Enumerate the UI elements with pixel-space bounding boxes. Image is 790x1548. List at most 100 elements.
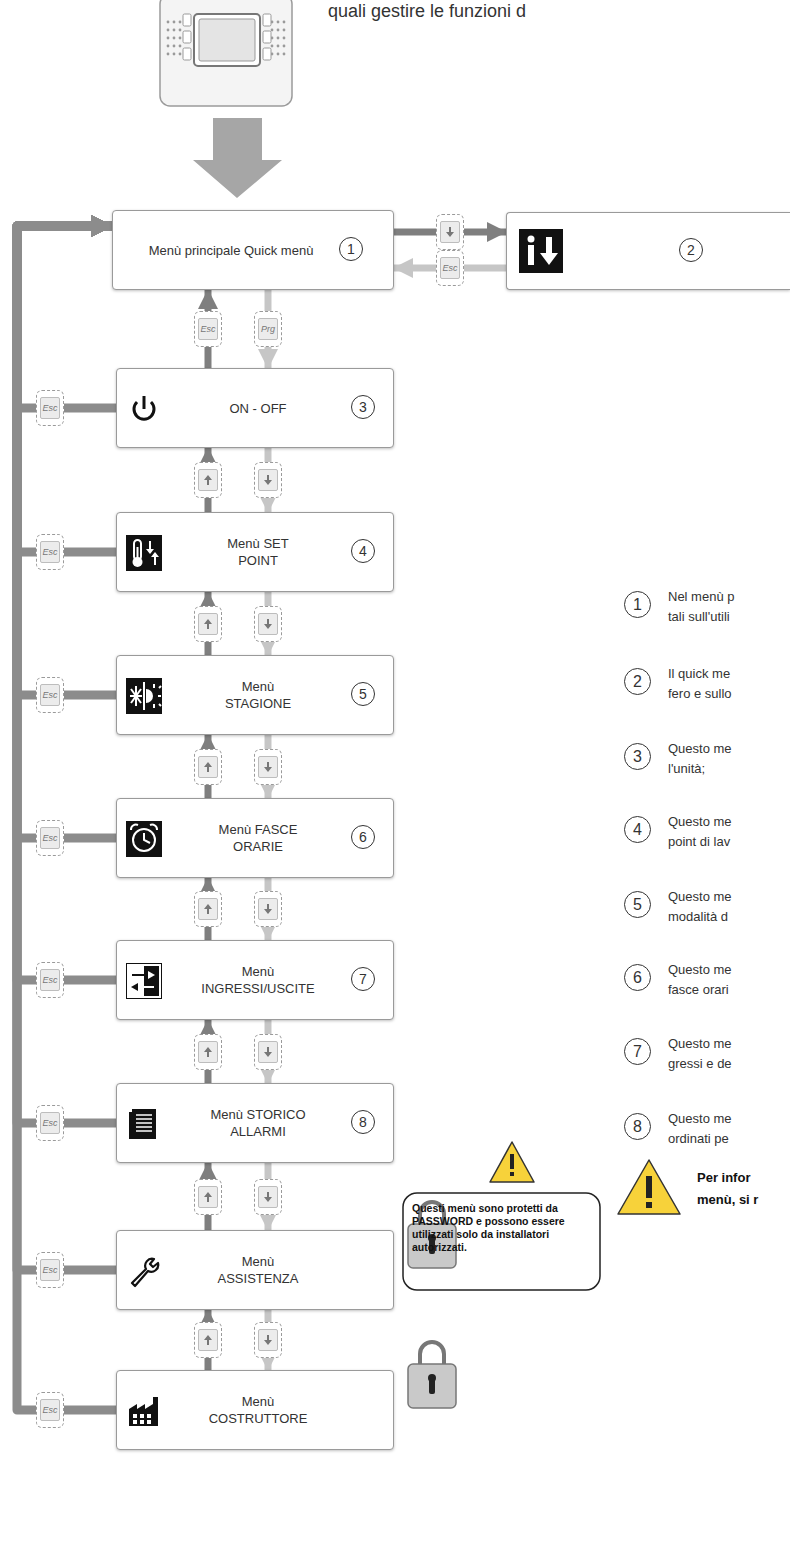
key-cap: Esc	[40, 1259, 60, 1281]
controller-device	[160, 0, 292, 106]
callout-number: 7	[351, 967, 375, 991]
key-button: Prg	[254, 311, 282, 347]
connector-arrow	[205, 592, 212, 655]
connector-arrow	[265, 1163, 272, 1230]
connector-arrow	[265, 1310, 272, 1370]
key-cap	[440, 221, 460, 243]
callout-number: 7	[624, 1038, 651, 1065]
arrow-glyph	[203, 761, 213, 773]
callout-number: 4	[351, 539, 375, 563]
callout-number: 5	[624, 891, 651, 918]
description-text: Questo me	[668, 1036, 732, 1052]
arrow-glyph	[263, 903, 273, 915]
key-button: Esc	[36, 820, 64, 856]
menu-box: Menù COSTRUTTORE	[116, 1370, 394, 1450]
description-text: gressi e de	[668, 1056, 732, 1072]
key-button: Esc	[436, 250, 464, 286]
warning-icon	[618, 1160, 680, 1214]
key-cap: Esc	[40, 1399, 60, 1421]
key-button: Esc	[194, 311, 222, 347]
key-button	[194, 1034, 222, 1070]
connector-arrow	[205, 1020, 212, 1083]
description-text: Questo me	[668, 962, 732, 978]
menu-label: Menù STORICO ALLARMI	[198, 1106, 318, 1140]
connector-arrow	[205, 290, 212, 368]
arrow-glyph	[203, 474, 213, 486]
arrow-glyph	[263, 761, 273, 773]
power-icon	[126, 391, 162, 427]
arrow-glyph	[203, 1334, 213, 1346]
thermo-icon	[126, 535, 162, 571]
connector-arrow	[17, 226, 116, 1123]
connector-arrow	[17, 226, 116, 838]
key-cap: Prg	[258, 318, 278, 340]
warning-bubble	[403, 1142, 600, 1290]
key-cap: Esc	[198, 318, 218, 340]
menu-label: Menù FASCE ORARIE	[209, 821, 307, 855]
info-icon	[519, 229, 563, 273]
key-button	[194, 749, 222, 785]
key-button	[254, 462, 282, 498]
key-cap: Esc	[40, 827, 60, 849]
description-text: Per infor	[697, 1170, 750, 1186]
connector-arrow	[205, 735, 212, 798]
description-text: fasce orari	[668, 982, 729, 998]
key-button	[194, 1322, 222, 1358]
key-cap	[258, 1186, 278, 1208]
menu-label: Menù ASSISTENZA	[217, 1253, 300, 1287]
callout-number: 1	[624, 591, 651, 618]
menu-label: Menù principale Quick menù	[139, 242, 323, 259]
callout-number: 2	[624, 668, 651, 695]
key-cap	[258, 756, 278, 778]
key-cap	[198, 898, 218, 920]
callout-number: 5	[351, 682, 375, 706]
arrow-glyph	[203, 903, 213, 915]
key-cap	[258, 469, 278, 491]
description-text: quali gestire le funzioni d	[328, 0, 526, 23]
description-text: Il quick me	[668, 666, 730, 682]
connector-arrow	[205, 448, 212, 512]
key-cap: Esc	[40, 969, 60, 991]
description-text: Questo me	[668, 889, 732, 905]
menu-label: Menù STAGIONE	[224, 678, 292, 712]
lock-icon	[408, 1342, 456, 1408]
menu-box: Menù INGRESSI/USCITE7	[116, 940, 394, 1020]
key-button: Esc	[36, 677, 64, 713]
arrow-glyph	[263, 618, 273, 630]
key-button	[194, 1179, 222, 1215]
arrow-glyph	[203, 618, 213, 630]
connector-arrow	[205, 878, 212, 940]
key-cap: Esc	[40, 397, 60, 419]
description-text: Questo me	[668, 741, 732, 757]
arrow-glyph	[263, 1046, 273, 1058]
menu-box: Menù SET POINT4	[116, 512, 394, 592]
connector-arrow	[17, 226, 116, 1410]
factory-icon	[126, 1393, 162, 1429]
info-box: 2	[506, 212, 790, 290]
callout-number: 3	[351, 395, 375, 419]
key-cap: Esc	[40, 1112, 60, 1134]
connector-arrow	[394, 229, 506, 236]
menu-label: Menù COSTRUTTORE	[208, 1393, 309, 1427]
key-button	[254, 749, 282, 785]
connector-arrow	[265, 1020, 272, 1083]
callout-number: 3	[624, 743, 651, 770]
key-cap	[198, 756, 218, 778]
callout-number: 1	[339, 237, 363, 261]
description-text: l'unità;	[668, 761, 705, 777]
description-text: ordinati pe	[668, 1131, 729, 1147]
key-cap	[258, 613, 278, 635]
description-text: point di lav	[668, 834, 730, 850]
description-text: Questo me	[668, 814, 732, 830]
key-button	[254, 1034, 282, 1070]
warning-note: Questi menù sono protetti da PASSWORD e …	[412, 1202, 592, 1254]
key-button: Esc	[36, 390, 64, 426]
arrow-glyph	[263, 1191, 273, 1203]
connector-arrow	[205, 1163, 212, 1230]
description-text: Nel menù p	[668, 589, 734, 605]
io-icon	[126, 963, 162, 999]
key-button: Esc	[36, 962, 64, 998]
key-cap	[198, 613, 218, 635]
key-button	[194, 462, 222, 498]
menu-box: Menù STAGIONE 5	[116, 655, 394, 735]
